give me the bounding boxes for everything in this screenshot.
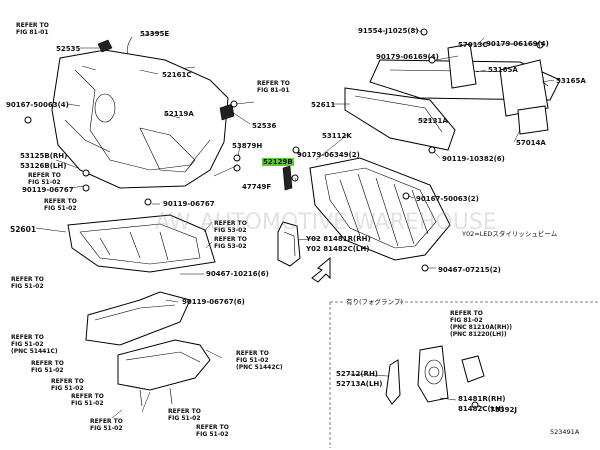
part-90179-06169-4a[interactable]: 90179-06169(4) (486, 40, 549, 48)
part-Y02-81481R[interactable]: Y02 81481R(RH) (306, 235, 371, 243)
part-53165A-a[interactable]: 53165A (488, 66, 518, 74)
part-52601[interactable]: 52601 (10, 225, 37, 234)
part-52129B-highlight: 52129B (262, 158, 294, 166)
part-52129B[interactable]: 52129B (262, 158, 294, 166)
lower-shield-2 (117, 339, 211, 391)
part-90467-07215[interactable]: 90467-07215(2) (438, 266, 501, 274)
ref-fig-51-02-i[interactable]: REFER TO FIG 51-02 (196, 424, 229, 438)
part-90119-06767-mid[interactable]: 90119-06767 (163, 200, 215, 208)
ref-fig-51-02-d[interactable]: REFER TO FIG 51-02 (31, 360, 64, 374)
part-90119-06767-6[interactable]: 90119-06767(6) (182, 298, 245, 306)
bumper-cover (51, 49, 229, 189)
part-90119-10382[interactable]: 90119-10382(6) (442, 155, 505, 163)
variant-note: Y02=LEDスタイリッシュビーム (462, 230, 558, 238)
ref-fig-51-02-b[interactable]: REFER TO FIG 51-02 (44, 198, 77, 212)
ref-fig-51-02-pnc51442c[interactable]: REFER TO FIG 51-02 (PNC 51442C) (236, 350, 283, 371)
ref-fig-51-02-e[interactable]: REFER TO FIG 51-02 (51, 378, 84, 392)
ref-fig-51-02-h[interactable]: REFER TO FIG 51-02 (90, 418, 123, 432)
part-52131A[interactable]: 52131A (418, 117, 448, 125)
part-90167-50063-4[interactable]: 90167-50063(4) (6, 101, 69, 109)
part-90179-06169-4b[interactable]: 90179-06169(4) (376, 53, 439, 61)
part-75392J[interactable]: 75392J (490, 406, 517, 414)
fog-lamp-section-boundary (329, 301, 600, 448)
part-90119-06767-top[interactable]: 90119-06767 (22, 186, 74, 194)
fog-lamp-cover-y02 (277, 221, 301, 267)
ref-fig-51-02-pnc51441c[interactable]: REFER TO FIG 51-02 (PNC 51441C) (11, 334, 58, 355)
part-52535[interactable]: 52535 (56, 45, 81, 53)
part-Y02-81482C[interactable]: Y02 81482C(LH) (306, 245, 370, 253)
part-53165A-b[interactable]: 53165A (556, 77, 586, 85)
fog-lamp-81481r (417, 345, 449, 403)
part-53112K[interactable]: 53112K (322, 132, 352, 140)
ref-fig-51-02-c[interactable]: REFER TO FIG 51-02 (11, 276, 44, 290)
molding-52129b (282, 165, 293, 191)
diagram-code: 523491A (550, 428, 580, 436)
part-47749F[interactable]: 47749F (242, 183, 272, 191)
part-90179-06349[interactable]: 90179-06349(2) (297, 151, 360, 159)
part-90167-50063-2[interactable]: 90167-50063(2) (416, 195, 479, 203)
part-81482C[interactable]: 81482C(LH) (458, 405, 505, 413)
part-81481R[interactable]: 81481R(RH) (458, 395, 506, 403)
watermark-logo: AW (155, 210, 191, 235)
watermark-text: AUTOMOTIVE WAREHOUSE (200, 210, 497, 235)
direction-arrow (311, 256, 331, 283)
lower-undercover (67, 214, 216, 273)
ref-fig-81-02-fog[interactable]: REFER TO FIG 81-02 (PNC 81210A(RH)) (PNC… (450, 310, 513, 338)
bracket-53165a (499, 59, 549, 117)
part-52611[interactable]: 52611 (311, 101, 336, 109)
clip-52535 (97, 39, 113, 53)
fog-bezel-52712 (385, 359, 401, 405)
part-57013C[interactable]: 57013C (458, 41, 488, 49)
ref-fig-81-01-mid[interactable]: REFER TO FIG 81-01 (257, 80, 290, 94)
part-53126B[interactable]: 53126B(LH) (20, 162, 67, 170)
part-53125B[interactable]: 53125B(RH) (20, 152, 68, 160)
ref-fig-53-02-a[interactable]: REFER TO FIG 53-02 (214, 220, 247, 234)
ref-fig-51-02-a[interactable]: REFER TO FIG 51-02 (28, 172, 61, 186)
part-52119A[interactable]: 52119A (164, 110, 194, 118)
part-53395E[interactable]: 53395E (140, 30, 170, 38)
part-52712[interactable]: 52712(RH) (336, 370, 378, 378)
ref-fig-53-02-b[interactable]: REFER TO FIG 53-02 (214, 236, 247, 250)
fog-lamp-note: 有り(フォグランプ) (346, 298, 403, 306)
ref-fig-81-01-top[interactable]: REFER TO FIG 81-01 (16, 22, 49, 36)
lower-shield (85, 291, 191, 346)
fog-lamp-bulb (461, 355, 485, 383)
part-52536[interactable]: 52536 (252, 122, 277, 130)
radiator-grille (309, 157, 451, 261)
part-57014A[interactable]: 57014A (516, 139, 546, 147)
ref-fig-51-02-g[interactable]: REFER TO FIG 51-02 (168, 408, 201, 422)
bracket-57013c (447, 43, 477, 89)
part-91554-J1025[interactable]: 91554-J1025(8) (358, 27, 419, 35)
part-52713A[interactable]: 52713A(LH) (336, 380, 383, 388)
part-52161C[interactable]: 52161C (162, 71, 192, 79)
clip-52536 (219, 103, 235, 121)
part-90467-10216[interactable]: 90467-10216(6) (206, 270, 269, 278)
absorber-52611 (344, 87, 456, 151)
bracket-57014a (517, 105, 549, 135)
ref-fig-51-02-f[interactable]: REFER TO FIG 51-02 (71, 393, 104, 407)
part-53879H[interactable]: 53879H (232, 142, 263, 150)
